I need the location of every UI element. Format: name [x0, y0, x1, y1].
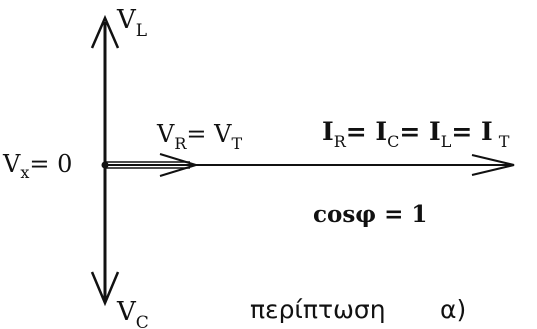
vr-vt-label: VR= VT	[156, 120, 242, 153]
vc-arrowhead	[90, 271, 120, 307]
power-factor-label: cosφ = 1	[313, 201, 427, 228]
vx-label: Vx= 0	[2, 150, 72, 182]
case-caption-letter: α)	[440, 295, 466, 324]
vr-arrowhead	[159, 153, 200, 177]
current-arrowhead	[471, 154, 515, 176]
case-caption-word: περίπτωση	[250, 295, 386, 324]
vc-label: VC	[116, 297, 149, 329]
vl-label: VL	[116, 5, 147, 41]
vl-arrowhead	[90, 14, 120, 49]
